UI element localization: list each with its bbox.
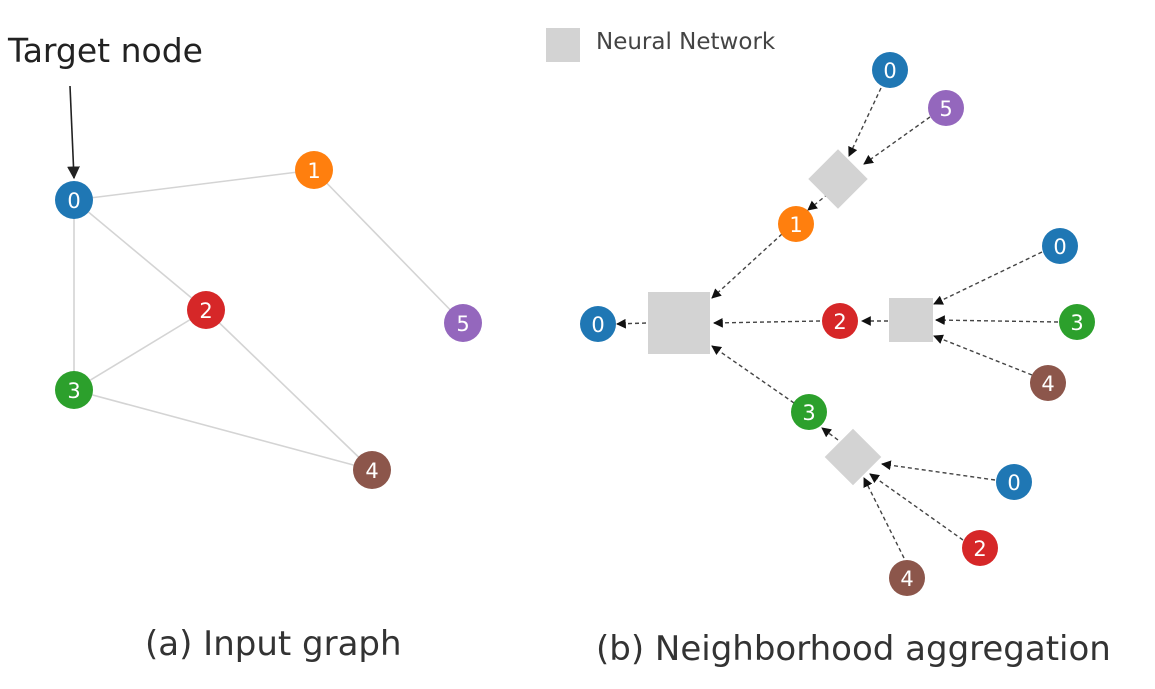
- agg-root-node-0: 0: [580, 306, 616, 342]
- svg-text:2: 2: [833, 310, 846, 334]
- flow-n3-to-root-nn: [711, 345, 795, 404]
- svg-text:1: 1: [789, 213, 802, 237]
- graph-node-2: 2: [187, 291, 225, 329]
- graph-node-4: 4: [353, 451, 391, 489]
- flow-nn1-to-n1: [807, 193, 829, 211]
- flow-nn3-to-n3: [821, 427, 839, 441]
- graph-node-5: 5: [444, 304, 482, 342]
- agg-node-1-neighbor-0: 0: [872, 52, 908, 88]
- legend: Neural Network: [546, 28, 776, 62]
- caption-input-graph: (a) Input graph: [145, 624, 402, 664]
- flow-n2-to-nn3: [869, 473, 964, 541]
- flow-n4-to-nn2: [933, 334, 1033, 376]
- svg-text:0: 0: [591, 313, 604, 337]
- svg-text:3: 3: [67, 379, 80, 403]
- flow-n5-to-nn1: [863, 116, 931, 165]
- target-node-label: Target node: [7, 31, 203, 70]
- agg-node-2-neighbor-0: 0: [1042, 228, 1078, 264]
- svg-text:1: 1: [307, 159, 320, 183]
- agg-node-3-neighbor-0: 0: [996, 464, 1032, 500]
- edge-3-4: [73, 389, 373, 471]
- svg-text:0: 0: [1007, 471, 1020, 495]
- legend-swatch-neural-network: [546, 28, 580, 62]
- agg-node-3-neighbor-2: 2: [962, 530, 998, 566]
- agg-node-1-neighbor-5: 5: [928, 90, 964, 126]
- svg-text:3: 3: [1070, 311, 1083, 335]
- svg-text:4: 4: [365, 459, 378, 483]
- edge-0-2: [73, 199, 207, 311]
- graph-node-3: 3: [55, 371, 93, 409]
- graph-node-1: 1: [295, 151, 333, 189]
- agg-node-2-neighbor-3: 3: [1059, 304, 1095, 340]
- flow-n3-to-nn2: [935, 315, 1059, 326]
- neural-network-root: [648, 292, 710, 354]
- target-node-arrow: [67, 85, 80, 180]
- edge-2-3: [73, 309, 207, 391]
- aggregation-tree: 0 1 2 3 0 5 0 3: [580, 52, 1095, 596]
- agg-node-1: 1: [778, 206, 814, 242]
- svg-text:0: 0: [67, 189, 80, 213]
- neural-network-node-3: [824, 428, 882, 486]
- svg-text:5: 5: [456, 312, 469, 336]
- flow-root-nn-to-root: [616, 318, 647, 329]
- agg-node-3: 3: [791, 394, 827, 430]
- graph-node-0: 0: [55, 181, 93, 219]
- legend-label-neural-network: Neural Network: [596, 29, 776, 55]
- flow-n0-to-nn3: [881, 460, 996, 481]
- svg-text:2: 2: [199, 299, 212, 323]
- flow-n2-to-root-nn: [713, 317, 821, 328]
- flow-n0-to-nn1: [848, 87, 882, 157]
- svg-text:0: 0: [1053, 235, 1066, 259]
- neural-network-node-1: [808, 149, 868, 209]
- edge-2-4: [205, 309, 373, 471]
- input-graph: Target node 0 1 2 3 4 5: [7, 31, 482, 489]
- flow-n4-to-nn3: [863, 477, 905, 559]
- agg-node-2: 2: [822, 303, 858, 339]
- svg-text:4: 4: [900, 567, 913, 591]
- flow-n1-to-root-nn: [711, 233, 783, 299]
- svg-text:4: 4: [1041, 372, 1054, 396]
- agg-node-2-neighbor-4: 4: [1030, 365, 1066, 401]
- neural-network-node-2: [889, 298, 933, 342]
- svg-text:3: 3: [802, 401, 815, 425]
- svg-text:5: 5: [939, 97, 952, 121]
- svg-text:2: 2: [973, 537, 986, 561]
- caption-neighborhood-aggregation: (b) Neighborhood aggregation: [596, 629, 1111, 669]
- agg-node-3-neighbor-4: 4: [889, 560, 925, 596]
- edge-1-5: [313, 169, 464, 324]
- edge-0-1: [73, 169, 315, 201]
- svg-text:0: 0: [883, 59, 896, 83]
- flow-n0-to-nn2: [933, 251, 1043, 305]
